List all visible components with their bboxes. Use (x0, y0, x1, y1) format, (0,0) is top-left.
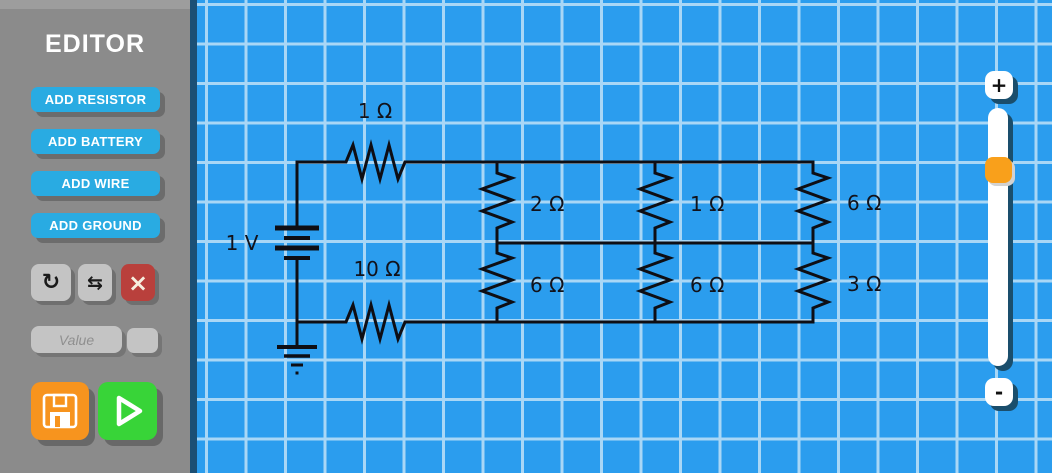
delete-button[interactable]: × (121, 264, 155, 301)
editor-title: EDITOR (45, 30, 145, 58)
rotate-button[interactable]: ↻ (31, 264, 71, 301)
zoom-in-button[interactable]: + (985, 71, 1013, 99)
wire-top[interactable] (295, 139, 815, 185)
editor-sidebar: EDITOR ADD RESISTOR ADD BATTERY ADD WIRE… (0, 0, 190, 473)
add-ground-button[interactable]: ADD GROUND (31, 213, 160, 238)
zoom-slider-handle[interactable] (985, 157, 1012, 183)
battery-label: 1 V (226, 231, 259, 255)
resistor-label: 3 Ω (847, 272, 881, 296)
resistor-zigzag[interactable] (635, 160, 675, 245)
series-resistor-top[interactable]: 1 Ω (295, 99, 815, 185)
resistor-zigzag[interactable] (635, 241, 675, 324)
resistor-zigzag[interactable] (477, 160, 517, 245)
branch3-resistor-top[interactable]: 6 Ω (793, 160, 881, 245)
wire-bottom[interactable] (295, 299, 815, 345)
add-battery-button[interactable]: ADD BATTERY (31, 129, 160, 154)
plus-icon: + (990, 73, 1008, 97)
zoom-slider-track[interactable] (988, 108, 1008, 366)
rotate-icon: ↻ (41, 270, 61, 295)
resistor-zigzag[interactable] (793, 241, 833, 324)
battery-component[interactable]: 1 V (226, 160, 319, 324)
resistor-zigzag[interactable] (477, 241, 517, 324)
branch2-resistor-top[interactable]: 1 Ω (635, 160, 724, 245)
resistor-label: 6 Ω (847, 191, 881, 215)
floppy-save-icon (42, 393, 78, 429)
save-button[interactable] (31, 382, 89, 440)
series-resistor-bottom[interactable]: 10 Ω (295, 257, 815, 345)
minus-icon: - (994, 380, 1004, 404)
ground-component[interactable] (277, 320, 317, 375)
add-resistor-button[interactable]: ADD RESISTOR (31, 87, 160, 112)
resistor-label: 1 Ω (690, 192, 724, 216)
run-button[interactable] (98, 382, 157, 440)
branch1-resistor-top[interactable]: 2 Ω (477, 160, 564, 245)
resistor-label: 10 Ω (353, 257, 400, 281)
sidebar-top-strip (0, 0, 190, 9)
play-icon (116, 395, 142, 427)
value-side-button[interactable] (127, 328, 158, 353)
delete-x-icon: × (127, 268, 149, 297)
branch2-resistor-bottom[interactable]: 6 Ω (635, 241, 724, 324)
resistor-label: 1 Ω (358, 99, 392, 123)
branch1-resistor-bottom[interactable]: 6 Ω (477, 241, 564, 324)
swap-icon: ⇆ (87, 271, 103, 294)
branch3-resistor-bottom[interactable]: 3 Ω (793, 241, 881, 324)
resistor-label: 2 Ω (530, 192, 564, 216)
resistor-zigzag[interactable] (793, 160, 833, 245)
resistor-label: 6 Ω (690, 273, 724, 297)
zoom-out-button[interactable]: - (985, 378, 1013, 406)
resistor-label: 6 Ω (530, 273, 564, 297)
circuit-canvas[interactable] (190, 0, 1052, 473)
value-input[interactable] (31, 326, 122, 353)
add-wire-button[interactable]: ADD WIRE (31, 171, 160, 196)
swap-button[interactable]: ⇆ (78, 264, 112, 301)
